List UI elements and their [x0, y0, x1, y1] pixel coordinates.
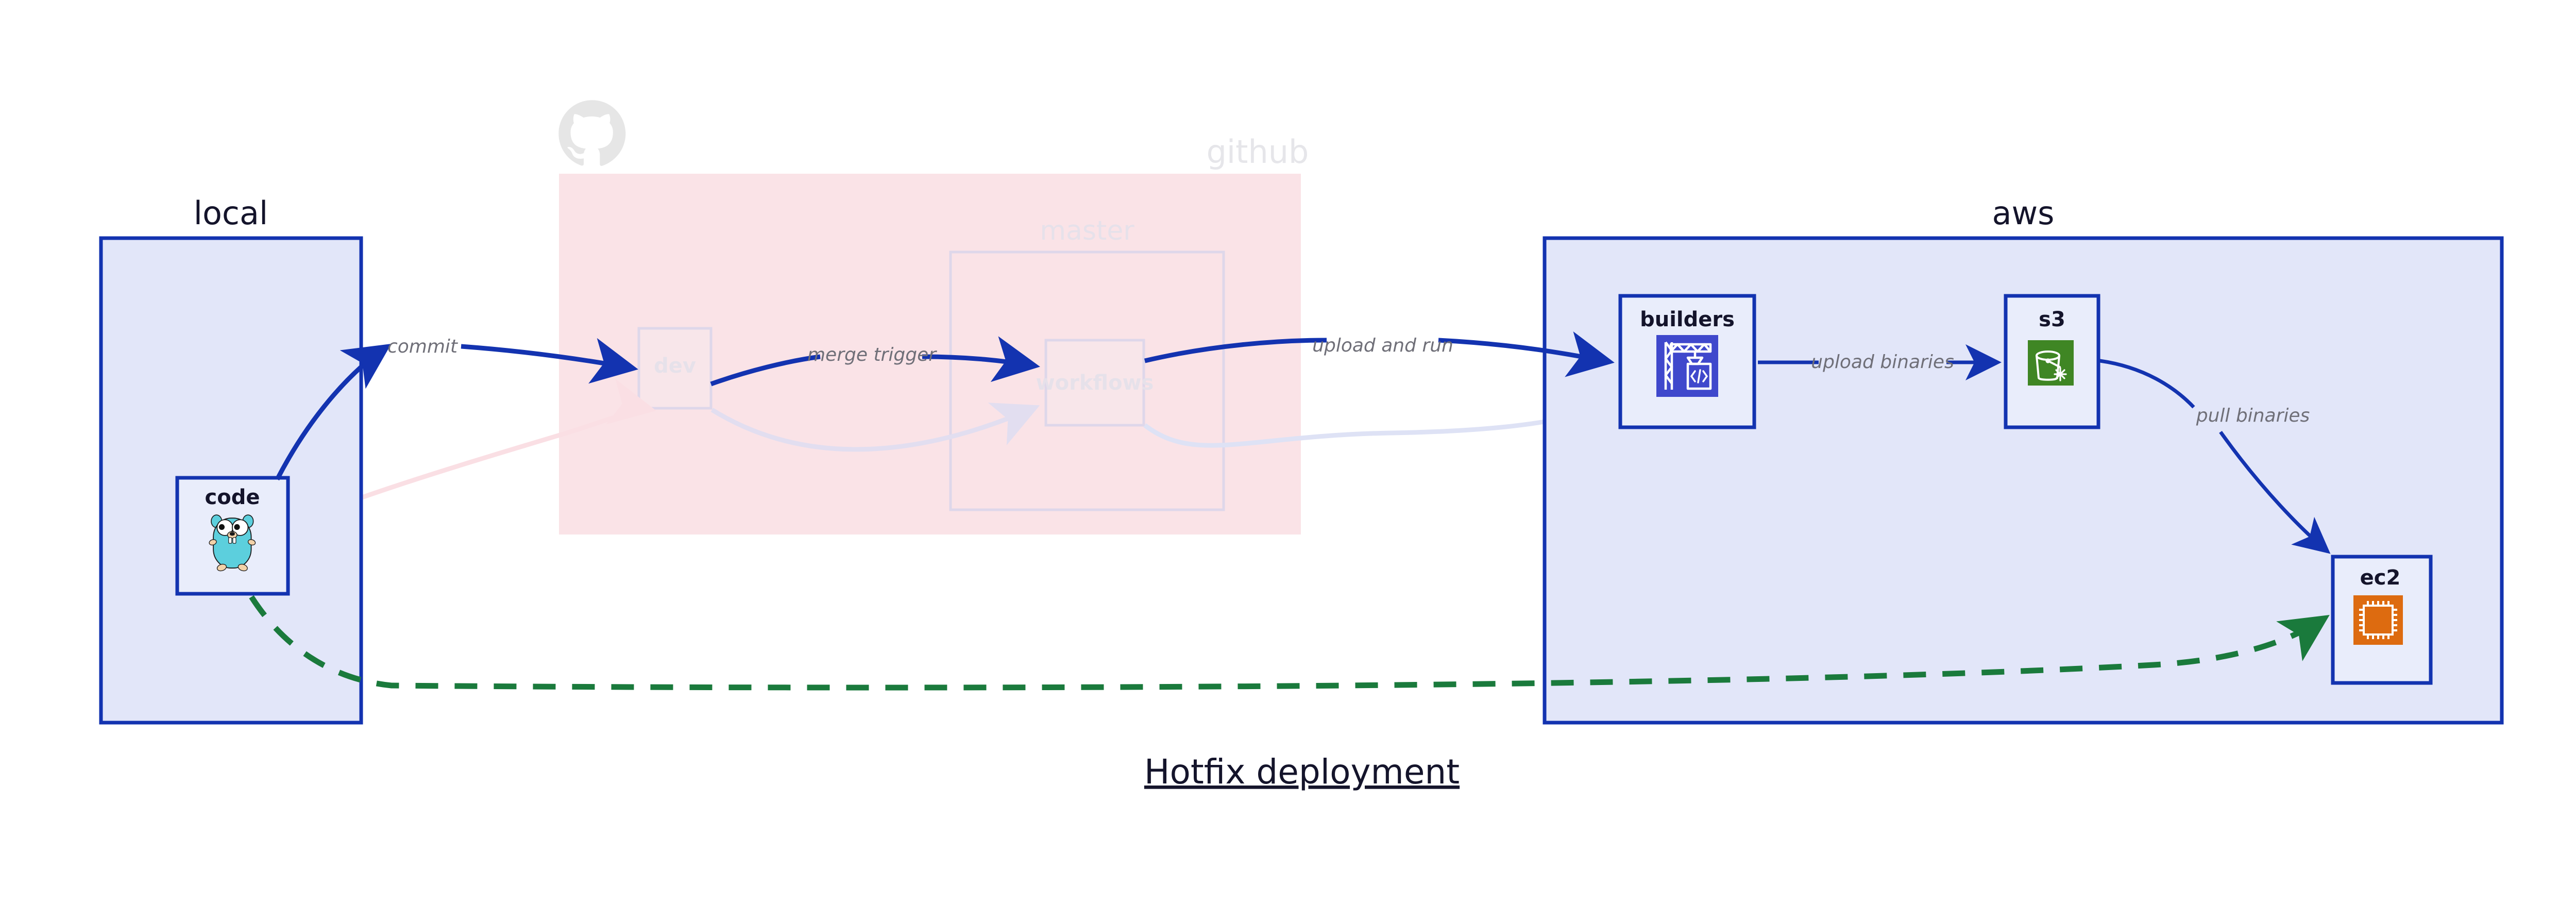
- node-label-ec2: ec2: [2360, 566, 2401, 590]
- group-aws: aws builders: [1543, 194, 2504, 725]
- page-title: Hotfix deployment: [1144, 752, 1460, 792]
- edge-upload-run-tail: [1144, 338, 1327, 363]
- group-label-github: github: [1207, 133, 1309, 171]
- node-label-builders: builders: [1640, 308, 1735, 331]
- edge-label-upload-binaries: upload binaries: [1811, 352, 1954, 373]
- node-label-dev: dev: [654, 354, 696, 378]
- edge-pull-binaries-tail: [2099, 359, 2195, 409]
- aws-codebuild-crane-icon: [1656, 335, 1718, 397]
- go-gopher-icon: [209, 514, 256, 572]
- aws-ec2-chip-icon: [2353, 595, 2403, 645]
- group-local: local code: [99, 194, 363, 725]
- group-label-aws: aws: [1992, 194, 2054, 232]
- edge-label-commit: commit: [387, 336, 459, 357]
- edge-ghost-dev-workflows: [710, 403, 1040, 452]
- node-label-code: code: [205, 486, 260, 509]
- edge-hotfix-direct: [249, 595, 2330, 691]
- subgroup-master: [949, 250, 1225, 511]
- edge-merge-trigger-tail: [710, 354, 821, 387]
- active-edges: commit merge trigger upload and run uplo…: [249, 331, 2331, 691]
- node-label-s3: s3: [2039, 308, 2065, 331]
- node-label-workflows: workflows: [1036, 371, 1154, 395]
- node-workflows[interactable]: [1044, 339, 1145, 427]
- edge-label-pull-binaries: pull binaries: [2196, 405, 2310, 426]
- subgroup-label-master: master: [1040, 215, 1134, 246]
- edge-commit-head: [461, 338, 638, 384]
- edge-commit-tail: [275, 344, 392, 481]
- edge-upload-run-head: [1438, 331, 1615, 377]
- edge-pull-binaries-head: [2219, 430, 2331, 554]
- edge-label-upload-and-run: upload and run: [1312, 335, 1453, 356]
- edge-merge-trigger-head: [922, 336, 1040, 382]
- group-label-local: local: [194, 194, 268, 232]
- github-octocat-icon: [558, 100, 626, 166]
- group-github: github master dev workflows: [558, 100, 1309, 534]
- aws-s3-glacier-bucket-icon: [2028, 340, 2074, 386]
- edge-label-merge-trigger: merge trigger: [807, 344, 937, 365]
